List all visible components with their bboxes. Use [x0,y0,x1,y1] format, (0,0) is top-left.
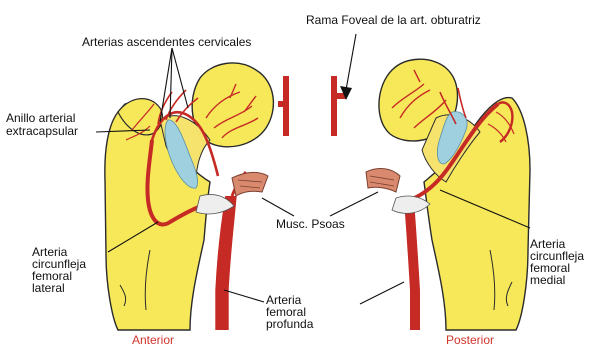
leader-ascending-3 [172,48,188,108]
anterior-profunda-fill [216,196,236,330]
lateral-label-line-4: lateral [32,282,65,294]
medial-label-line-4: medial [530,274,565,286]
left-fovea-artery [278,76,286,136]
leader-psoas-right [330,192,378,216]
profunda-label-line-3: profunda [266,318,313,330]
leader-fovea [346,34,356,90]
right-fovea-artery [334,76,346,136]
leader-profunda [224,290,264,302]
anterior-view-label: Anterior [132,334,174,346]
posterior-view-label: Posterior [446,334,494,346]
anterior-femur [105,63,274,330]
ring-label-line-1: Anillo arterial [6,112,75,124]
leader-psoas [262,198,294,216]
psoas-label: Musc. Psoas [276,218,345,230]
posterior-psoas-tendon [366,169,430,214]
ring-label-line-2: extracapsular [6,125,78,137]
posterior-femur [379,59,530,330]
posterior-profunda-fill [404,200,420,330]
fovea-label: Rama Foveal de la art. obturatriz [306,14,481,26]
ascending-label: Arterias ascendentes cervicales [82,36,251,48]
leader-profunda-right [360,282,404,304]
